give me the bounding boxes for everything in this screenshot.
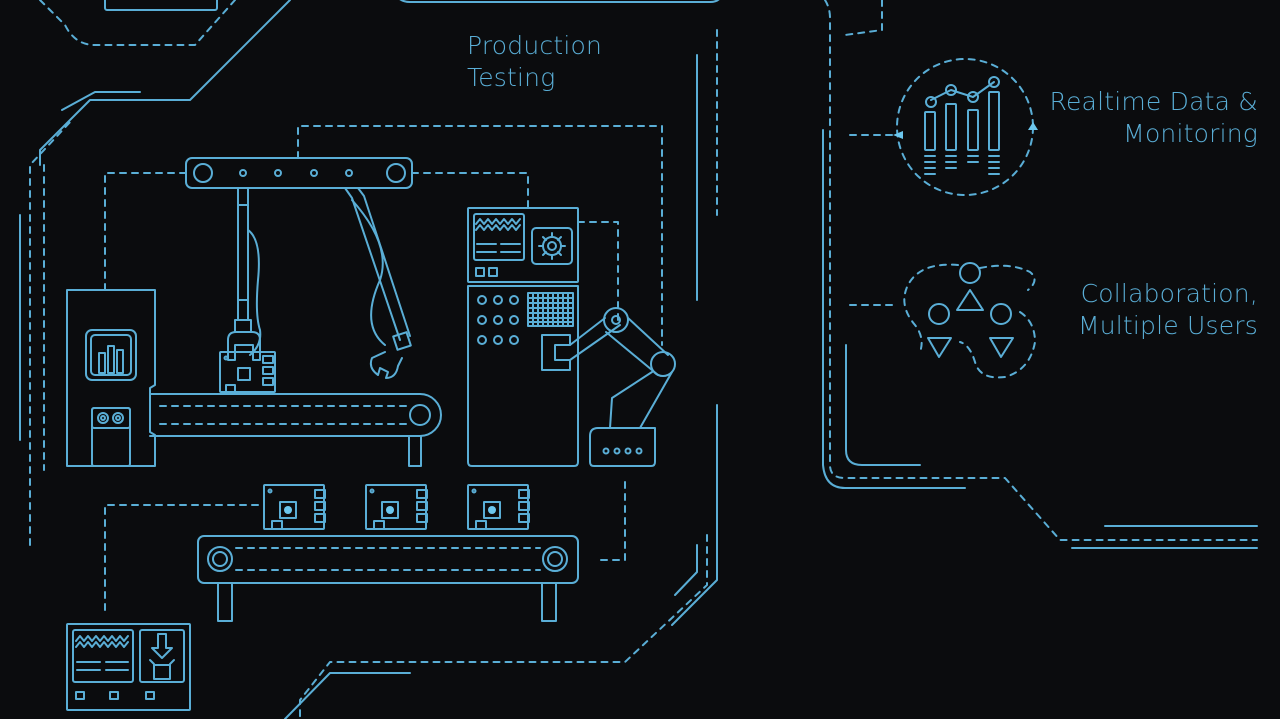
- test-station: [467, 207, 579, 467]
- download-arrow-icon: [139, 629, 185, 683]
- circuit-board-row: [263, 484, 530, 530]
- connection-lines: [104, 125, 894, 611]
- robot-arm-icon: [541, 307, 676, 467]
- circuit-traces: [19, 0, 1258, 719]
- circuit-board-icon: [219, 351, 276, 393]
- collaboration-label: Collaboration, Multiple Users: [1078, 278, 1258, 342]
- control-panel: [66, 623, 191, 711]
- robot-gantry: [185, 157, 413, 393]
- collaboration-line-1: Collaboration,: [1080, 279, 1258, 308]
- wrench-icon: [369, 351, 403, 379]
- production-testing-line-2: Testing: [467, 63, 556, 92]
- circuit-board-icon: [263, 484, 326, 530]
- robot-gripper-icon: [227, 319, 261, 361]
- realtime-monitoring-line-1: Realtime Data &: [1049, 87, 1258, 116]
- upper-conveyor: [149, 393, 442, 467]
- gear-icon: [531, 227, 573, 265]
- circuit-board-icon: [467, 484, 530, 530]
- production-testing-label: Production Testing: [467, 30, 602, 94]
- circuit-board-icon: [365, 484, 428, 530]
- realtime-monitoring-label: Realtime Data & Monitoring: [1050, 86, 1258, 150]
- bar-chart-icon: [85, 329, 137, 381]
- realtime-monitoring-line-2: Monitoring: [1123, 119, 1258, 148]
- users-network-icon: [903, 262, 1036, 379]
- collaboration-line-2: Multiple Users: [1077, 311, 1258, 340]
- lower-conveyor: [197, 535, 579, 622]
- production-testing-line-1: Production: [467, 31, 603, 60]
- monitor-tower: [66, 289, 156, 467]
- line-graph-icon: [893, 58, 1038, 196]
